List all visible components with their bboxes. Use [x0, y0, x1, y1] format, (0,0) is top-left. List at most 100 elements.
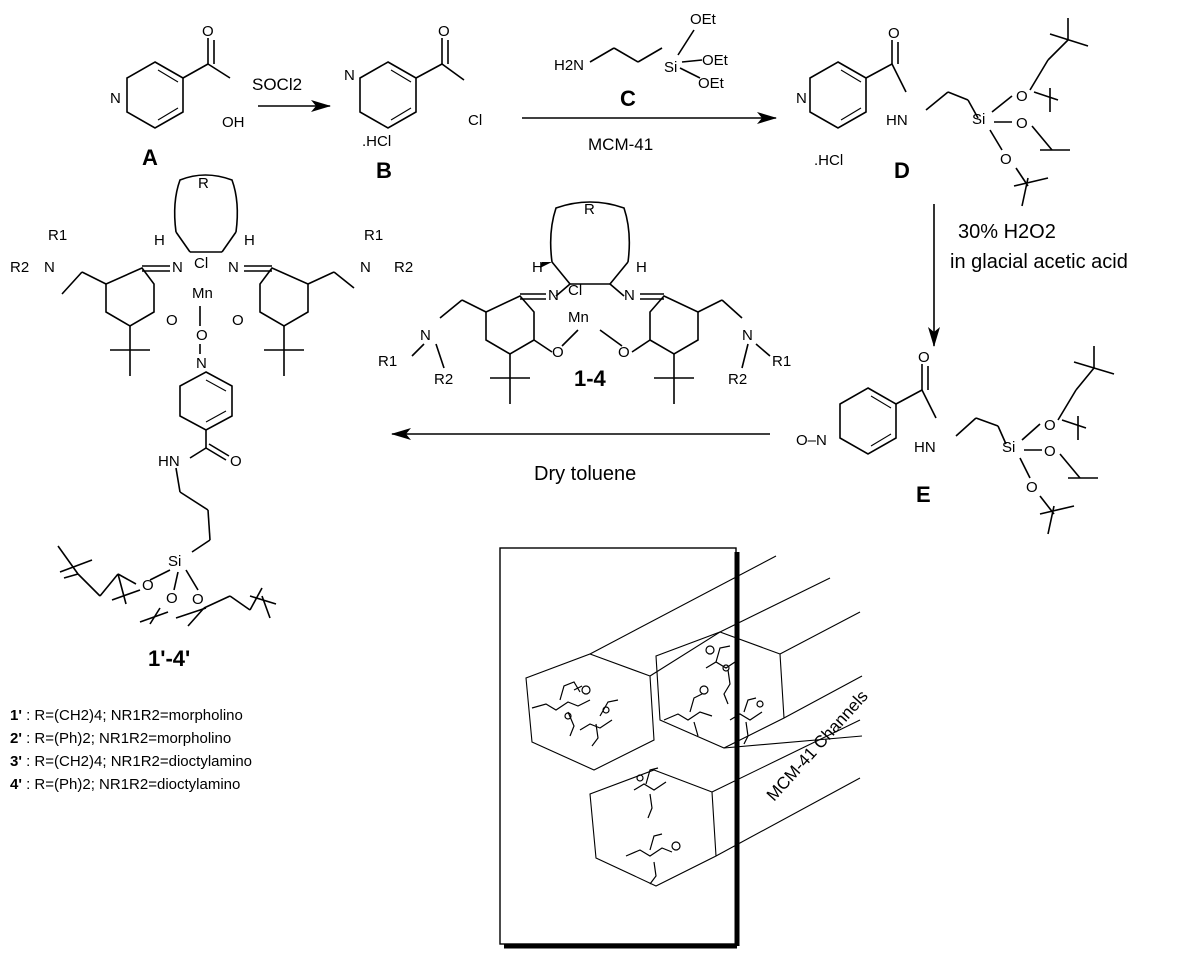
atom-si: Si: [972, 111, 985, 128]
mcm41-inset: MCM-41 Channels: [499, 547, 872, 949]
channel-opening: [589, 769, 717, 887]
atom-h2n: H2N: [554, 57, 584, 74]
atom-h: H: [636, 259, 647, 276]
atom-o: O: [918, 349, 930, 366]
inset-frame: [499, 547, 737, 945]
atom-o: O: [230, 453, 242, 470]
catalyst-molecule-icon: [663, 685, 713, 737]
compound-b-structure: N O Cl .HCl: [344, 23, 482, 150]
legend-entry: 1' : R=(CH2)4; NR1R2=morpholino: [10, 707, 243, 724]
atom-hn: HN: [886, 112, 908, 129]
atom-cl: Cl: [468, 112, 482, 129]
atom-n: N: [796, 90, 807, 107]
atom-n: N: [420, 327, 431, 344]
atom-hn: HN: [158, 453, 180, 470]
group-r1: R1: [364, 227, 383, 244]
compound-e-structure: O–N O HN Si O O O: [796, 346, 1115, 535]
atom-oet: OEt: [690, 11, 717, 28]
group-r2: R2: [10, 259, 29, 276]
catalyst-molecule-icon: [531, 681, 591, 737]
atom-si: Si: [664, 59, 677, 76]
metal-mn: Mn: [568, 309, 589, 326]
atom-o: O: [1044, 417, 1056, 434]
group-r2: R2: [394, 259, 413, 276]
group-r1: R1: [772, 353, 791, 370]
atom-oet: OEt: [698, 75, 725, 92]
legend-entry: 4' : R=(Ph)2; NR1R2=dioctylamino: [10, 776, 240, 793]
atom-n: N: [548, 287, 559, 304]
reagent-h2o2: 30% H2O2: [958, 221, 1056, 243]
atom-hn: HN: [914, 439, 936, 456]
group-r1: R1: [378, 353, 397, 370]
catalyst-molecule-icon: [579, 699, 619, 747]
salt-hcl: .HCl: [814, 152, 843, 169]
atom-oh: OH: [222, 114, 245, 131]
atom-n: N: [360, 259, 371, 276]
atom-cl: Cl: [194, 255, 208, 272]
atom-o: O: [888, 25, 900, 42]
atom-h: H: [532, 259, 543, 276]
atom-o: O: [552, 344, 564, 361]
atom-o: O: [202, 23, 214, 40]
atom-o: O: [1016, 115, 1028, 132]
atom-o: O: [1026, 479, 1038, 496]
atom-n: N: [344, 67, 355, 84]
reagent-socl2: SOCl2: [252, 75, 302, 94]
compound-a-label: A: [142, 145, 158, 170]
compound-e-label: E: [916, 482, 931, 507]
compound-d-structure: N O HN .HCl Si O O O: [796, 18, 1089, 207]
catalyst-molecule-icon: [705, 645, 739, 705]
salt-hcl: .HCl: [362, 133, 391, 150]
atom-o: O: [142, 577, 154, 594]
ring-r: R: [584, 201, 595, 218]
atom-si: Si: [1002, 439, 1015, 456]
supported-complex-structure: R H H N N Cl Mn O O N N R1 R2 R1 R2 O: [10, 174, 413, 627]
atom-cl: Cl: [568, 282, 582, 299]
catalyst-molecule-icon: [633, 767, 667, 819]
atom-o: O: [166, 590, 178, 607]
atom-h: H: [154, 232, 165, 249]
reagent-dry-toluene: Dry toluene: [534, 463, 636, 485]
reagent-acetic-acid: in glacial acetic acid: [950, 251, 1128, 273]
atom-o: O: [232, 312, 244, 329]
ring-r: R: [198, 175, 209, 192]
atom-o: O: [1000, 151, 1012, 168]
metal-mn: Mn: [192, 285, 213, 302]
atom-o: O: [196, 327, 208, 344]
group-r2: R2: [434, 371, 453, 388]
compound-b-label: B: [376, 158, 392, 183]
atom-n-oxide: O–N: [796, 432, 827, 449]
complex-1-4-structure: R H H N N Cl Mn O O N N R1: [378, 201, 791, 404]
atom-o: O: [618, 344, 630, 361]
atom-o: O: [1044, 443, 1056, 460]
atom-o: O: [166, 312, 178, 329]
atom-n: N: [196, 355, 207, 372]
catalyst-molecule-icon: [625, 833, 681, 885]
compound-a-structure: N O OH: [110, 23, 245, 131]
atom-si: Si: [168, 553, 181, 570]
atom-n: N: [228, 259, 239, 276]
channel-opening: [525, 653, 655, 771]
group-r2: R2: [728, 371, 747, 388]
legend-entry: 3' : R=(CH2)4; NR1R2=dioctylamino: [10, 753, 252, 770]
supported-complex-label: 1'-4': [148, 646, 190, 671]
catalyst-molecule-icon: [729, 697, 764, 745]
atom-o: O: [1016, 88, 1028, 105]
reagent-c-label: C: [620, 86, 636, 111]
atom-n: N: [172, 259, 183, 276]
atom-h: H: [244, 232, 255, 249]
compound-d-label: D: [894, 158, 910, 183]
group-r1: R1: [48, 227, 67, 244]
atom-n: N: [742, 327, 753, 344]
atom-n: N: [110, 90, 121, 107]
legend-entry: 2' : R=(Ph)2; NR1R2=morpholino: [10, 730, 231, 747]
atom-o: O: [192, 591, 204, 608]
atom-n: N: [44, 259, 55, 276]
inset-label: MCM-41 Channels: [763, 687, 872, 805]
complex-1-4-label: 1-4: [574, 366, 607, 391]
atom-n: N: [624, 287, 635, 304]
atom-oet: OEt: [702, 52, 729, 69]
legend: 1' : R=(CH2)4; NR1R2=morpholino 2' : R=(…: [10, 707, 252, 793]
atom-o: O: [438, 23, 450, 40]
